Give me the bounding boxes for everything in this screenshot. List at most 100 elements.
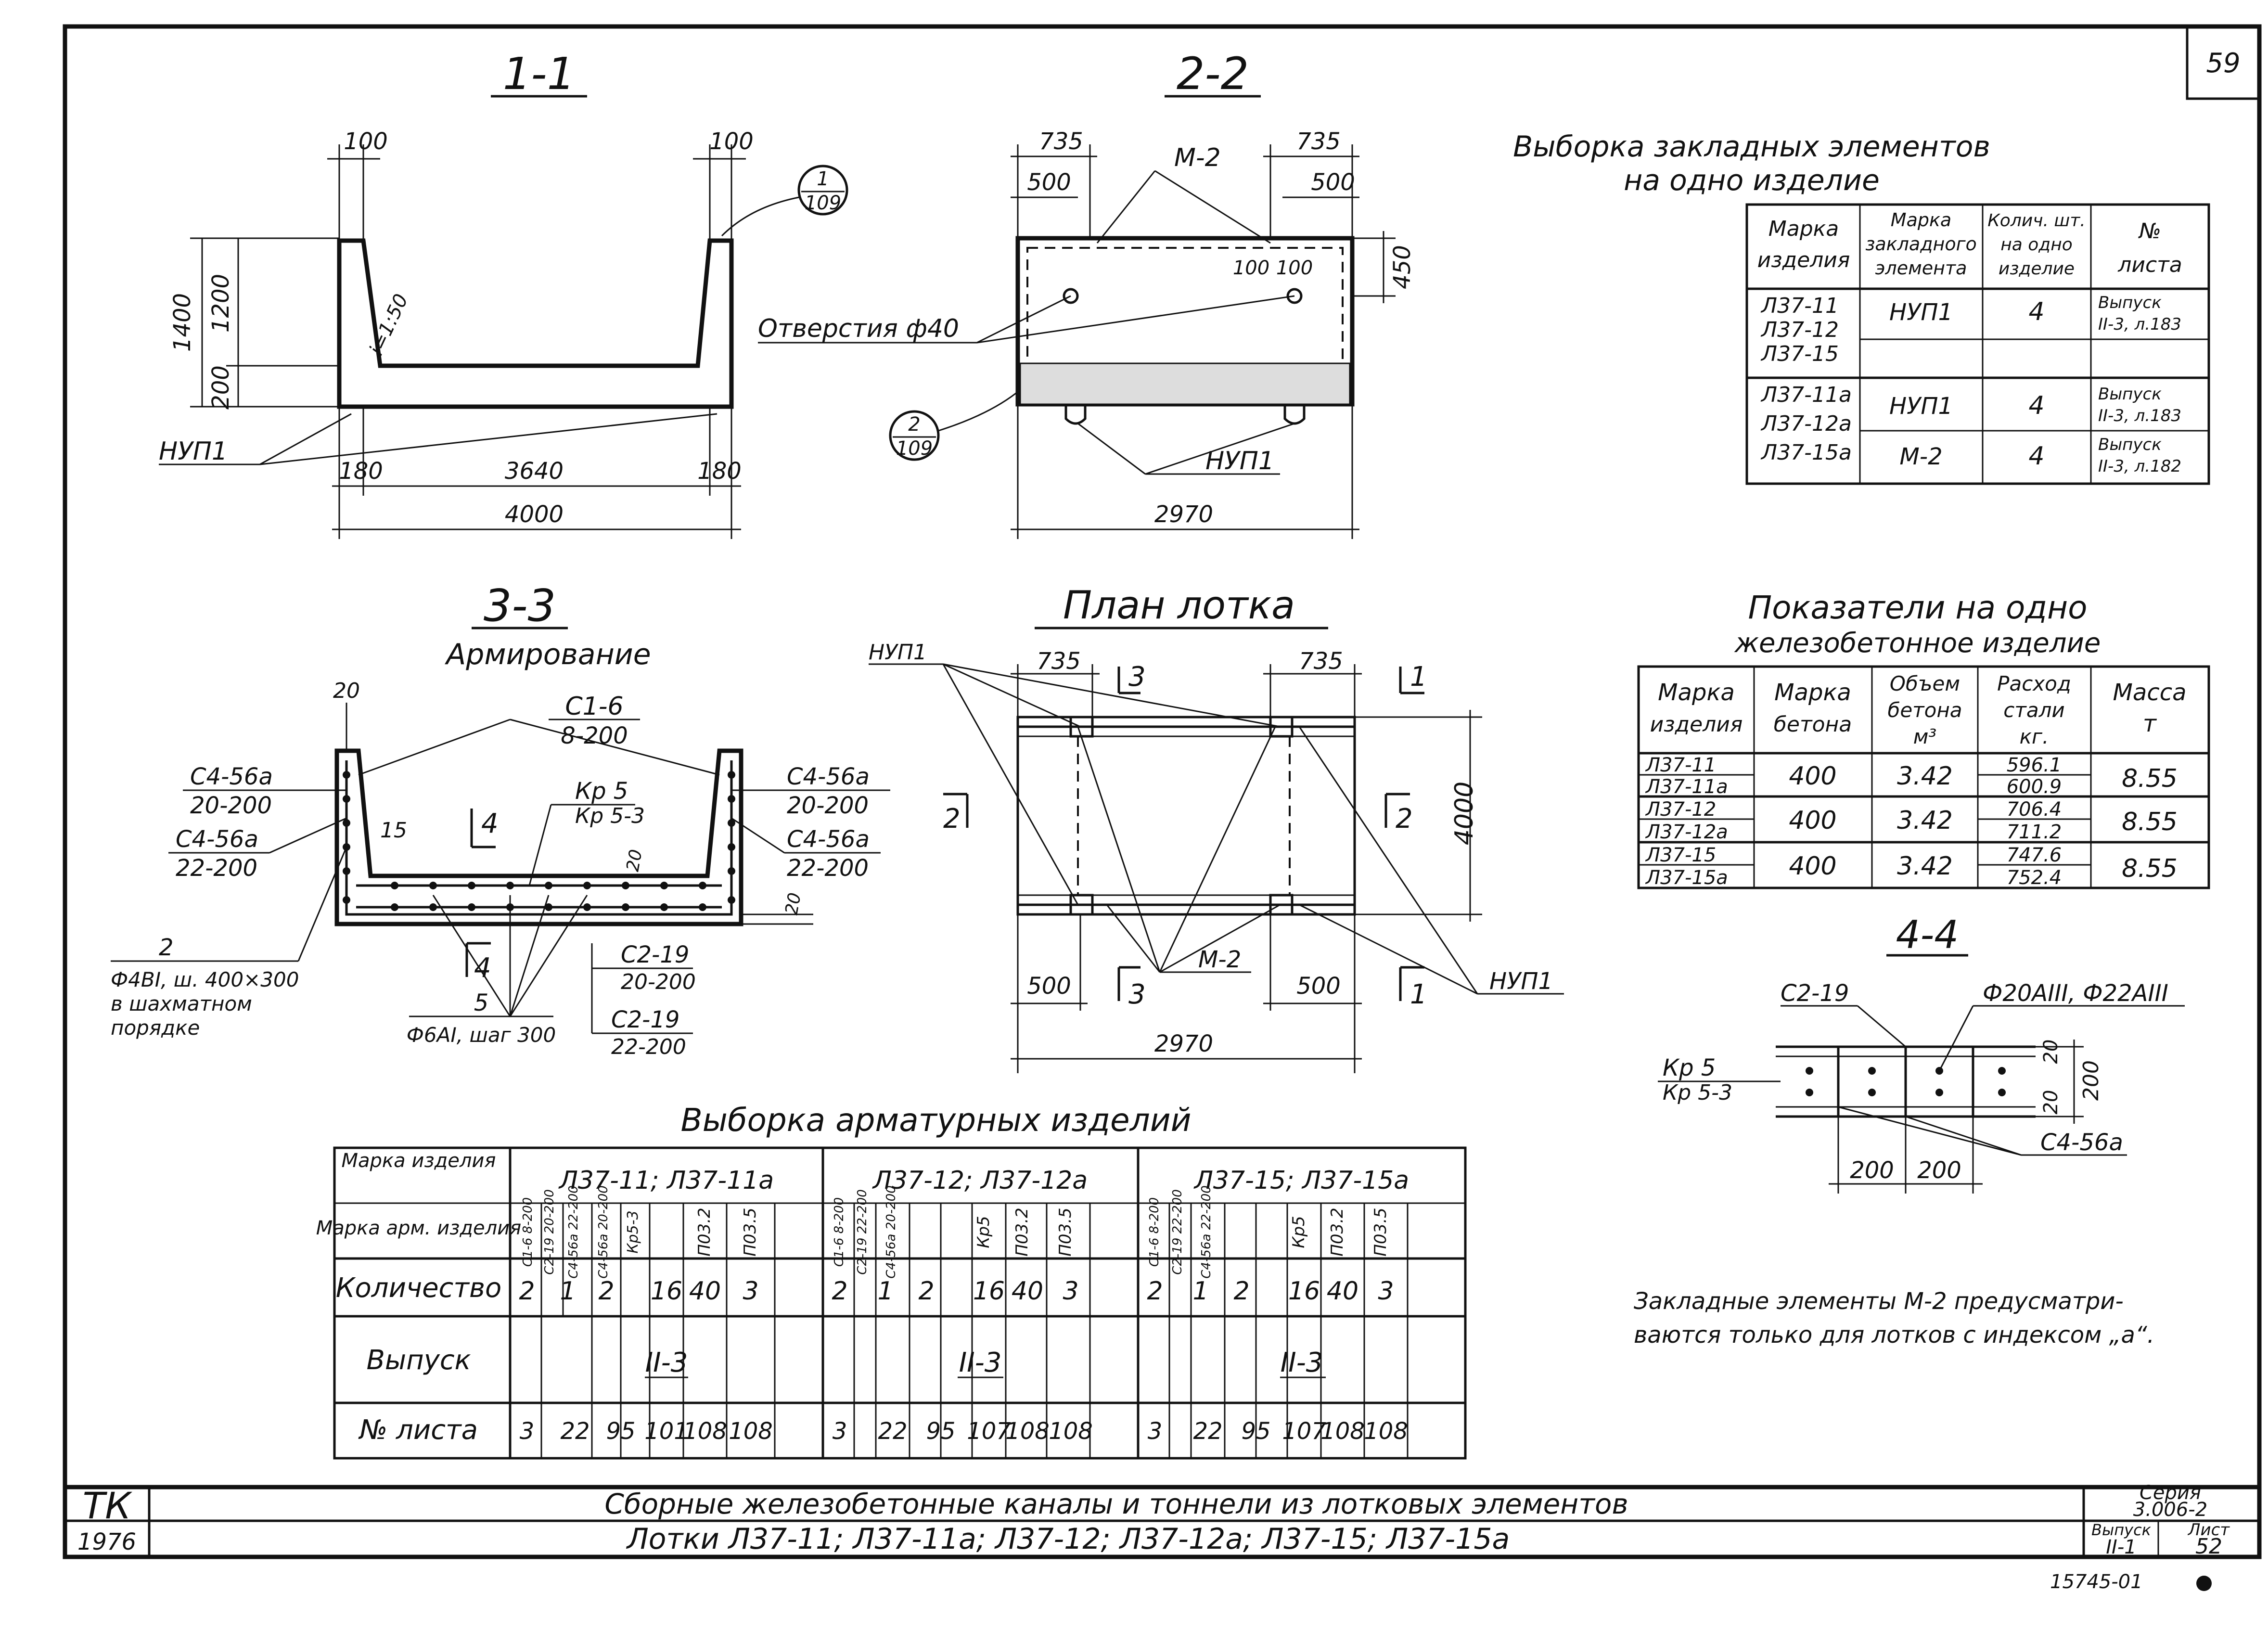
- org-code: ТК: [83, 1484, 132, 1527]
- svg-text:Марка: Марка: [1658, 679, 1735, 706]
- svg-text:Выборка арматурных изделий: Выборка арматурных изделий: [680, 1102, 1191, 1139]
- rebar-table: Выборка арматурных изделий Марка изделия…: [316, 1102, 1467, 1460]
- svg-text:Серия: Серия: [2140, 1482, 2201, 1504]
- svg-text:С4-56а 22-200: С4-56а 22-200: [1199, 1185, 1214, 1278]
- section-3-3-title: 3-3: [484, 580, 556, 631]
- svg-text:С4-56а 20-200: С4-56а 20-200: [596, 1185, 611, 1278]
- svg-text:3: 3: [1063, 1277, 1078, 1306]
- svg-text:40: 40: [1012, 1277, 1043, 1306]
- svg-text:изделие: изделие: [1999, 259, 2075, 279]
- svg-text:кг.: кг.: [2020, 725, 2049, 748]
- svg-text:С2-19 22-200: С2-19 22-200: [1170, 1189, 1185, 1275]
- svg-text:1: 1: [1192, 1277, 1208, 1306]
- svg-text:2970: 2970: [1154, 501, 1213, 528]
- svg-text:С4-56а: С4-56а: [787, 826, 870, 853]
- svg-text:3.42: 3.42: [1897, 806, 1953, 835]
- svg-text:22-200: 22-200: [176, 855, 257, 882]
- svg-text:Масса: Масса: [2113, 679, 2186, 706]
- svg-text:22: 22: [878, 1418, 907, 1445]
- svg-text:II-1: II-1: [2106, 1536, 2136, 1558]
- svg-text:3: 3: [743, 1277, 758, 1306]
- svg-text:С4-56а: С4-56а: [190, 763, 273, 790]
- svg-text:22: 22: [560, 1418, 589, 1445]
- svg-text:400: 400: [1789, 852, 1836, 881]
- section-2-2: 2-2 735 735 500 500 100 100 450 2970 М-: [758, 48, 1416, 539]
- title-block: ТК 1976 Сборные железобетонные каналы и …: [65, 1482, 2259, 1559]
- svg-text:II-3: II-3: [645, 1347, 688, 1378]
- section-4-4: 4-4 С2-19 Ф20АIII, Ф22АIII Кр 5 Кр 5-3 2…: [1658, 912, 2185, 1194]
- svg-text:4: 4: [2028, 391, 2044, 420]
- svg-text:200: 200: [2079, 1060, 2103, 1101]
- svg-text:Ф4ВI, ш. 400×300: Ф4ВI, ш. 400×300: [111, 968, 299, 991]
- svg-text:НУП1: НУП1: [1889, 299, 1953, 326]
- svg-text:4: 4: [481, 808, 499, 839]
- svg-text:2: 2: [1396, 803, 1413, 835]
- svg-text:1: 1: [560, 1277, 576, 1306]
- svg-text:2: 2: [598, 1277, 614, 1306]
- svg-text:II-3, л.183: II-3, л.183: [2098, 406, 2181, 425]
- svg-text:Марка: Марка: [1774, 679, 1851, 706]
- section-2-2-title: 2-2: [1177, 48, 1249, 100]
- svg-text:2: 2: [908, 413, 920, 436]
- svg-text:листа: листа: [2117, 253, 2182, 277]
- svg-text:3: 3: [1128, 661, 1146, 693]
- svg-text:Л37-11а: Л37-11а: [1760, 383, 1852, 407]
- svg-text:II-3, л.182: II-3, л.182: [2098, 457, 2181, 476]
- series-number: 3.006-2: [2133, 1499, 2207, 1521]
- svg-text:3: 3: [833, 1418, 847, 1445]
- svg-text:Марка изделия: Марка изделия: [342, 1150, 496, 1172]
- svg-text:22-200: 22-200: [611, 1035, 686, 1059]
- svg-text:Л37-12а: Л37-12а: [1760, 411, 1852, 436]
- svg-text:735: 735: [1299, 648, 1343, 675]
- svg-text:М-2: М-2: [1198, 946, 1241, 973]
- svg-text:Кр 5-3: Кр 5-3: [575, 804, 645, 828]
- svg-text:747.6: 747.6: [2007, 844, 2062, 866]
- svg-text:735: 735: [1039, 128, 1083, 155]
- svg-text:Выборка закладных элементов: Выборка закладных элементов: [1513, 130, 1990, 164]
- svg-text:706.4: 706.4: [2007, 798, 2062, 821]
- svg-text:НУП1: НУП1: [869, 640, 927, 665]
- indicators-table: Показатели на одно железобетонное издели…: [1637, 589, 2210, 889]
- svg-text:Ф6АI, шаг 300: Ф6АI, шаг 300: [407, 1023, 556, 1047]
- svg-text:П03.2: П03.2: [1328, 1207, 1347, 1256]
- svg-text:20-200: 20-200: [621, 970, 696, 994]
- svg-text:8.55: 8.55: [2122, 854, 2178, 883]
- svg-text:Армирование: Армирование: [444, 638, 651, 671]
- svg-text:180: 180: [339, 458, 383, 485]
- section-4-4-title: 4-4: [1896, 912, 1959, 957]
- footer-stamp-dot: [2196, 1576, 2212, 1591]
- svg-text:95: 95: [1241, 1418, 1270, 1445]
- svg-text:II-3: II-3: [1281, 1347, 1323, 1378]
- plan-title: План лотка: [1063, 583, 1295, 628]
- svg-text:Марка арм. изделия: Марка арм. изделия: [316, 1217, 521, 1239]
- svg-text:4: 4: [474, 952, 491, 984]
- svg-text:752.4: 752.4: [2007, 867, 2062, 889]
- svg-text:4: 4: [2028, 297, 2044, 326]
- svg-text:Кр5-3: Кр5-3: [625, 1210, 641, 1253]
- svg-text:II-3: II-3: [959, 1347, 1002, 1378]
- svg-text:711.2: 711.2: [2007, 821, 2062, 843]
- svg-text:20: 20: [333, 679, 360, 703]
- svg-text:на одно изделие: на одно изделие: [1624, 164, 1880, 197]
- svg-text:16: 16: [651, 1277, 682, 1306]
- svg-text:Показатели на одно: Показатели на одно: [1748, 589, 2087, 626]
- svg-text:порядке: порядке: [111, 1016, 200, 1040]
- svg-text:№: №: [2138, 219, 2161, 244]
- svg-text:Количество: Количество: [336, 1272, 501, 1304]
- svg-text:Кр5: Кр5: [974, 1216, 993, 1248]
- svg-text:100: 100: [344, 128, 388, 155]
- svg-text:закладного: закладного: [1865, 233, 1977, 255]
- svg-text:П03.5: П03.5: [1056, 1207, 1075, 1256]
- svg-text:3640: 3640: [505, 458, 564, 485]
- svg-text:735: 735: [1296, 128, 1341, 155]
- svg-text:16: 16: [973, 1277, 1005, 1306]
- svg-text:1: 1: [1410, 979, 1427, 1010]
- rebar-group-3: С1-6 8-200 С2-19 22-200 С4-56а 22-200 Кр…: [1147, 1185, 1409, 1458]
- svg-text:108: 108: [1005, 1418, 1050, 1445]
- svg-text:3.42: 3.42: [1897, 762, 1953, 791]
- svg-text:600.9: 600.9: [2007, 776, 2062, 798]
- svg-text:2: 2: [943, 803, 961, 835]
- section-3-3: 3-3 Армирование 20 С1-6 8-200 С4-56а 20-…: [111, 580, 890, 1059]
- svg-text:С2-19 20-200: С2-19 20-200: [542, 1189, 557, 1275]
